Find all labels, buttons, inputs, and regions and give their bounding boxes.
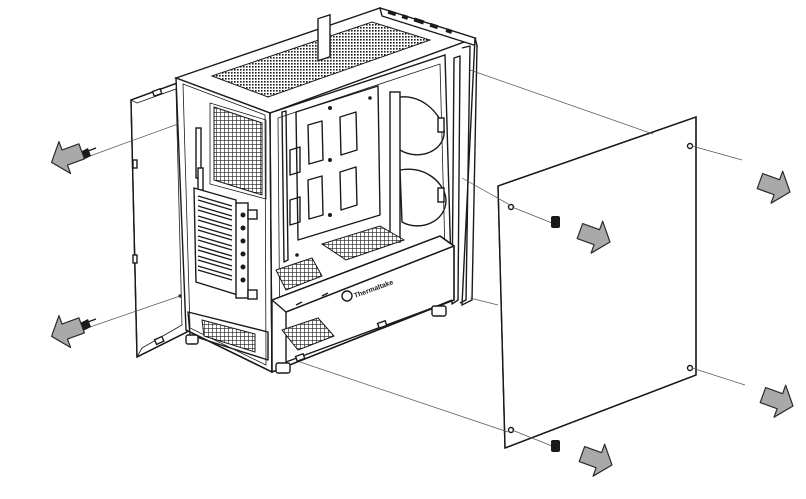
front-fan-brackets [389,91,447,243]
thumbscrew-top-right [551,216,560,228]
rear-fan-grille [213,106,263,196]
motherboard-tray [281,13,381,263]
tempered-glass-side-panel [497,116,697,450]
case-feet [185,305,447,374]
thermaltake-logo-icon [341,290,353,302]
alignment-guide-lines [89,69,746,447]
removal-arrow-icon [45,134,89,179]
expansion-slots [193,187,258,300]
removal-arrow-icon [753,164,797,209]
removal-arrow-icon [575,437,619,482]
removal-arrow-icon [45,308,89,353]
thumbscrew-bottom-right [551,440,560,452]
removal-arrow-icon [756,378,800,423]
pc-case-chassis: Thermaltake [173,6,478,374]
left-side-panel [130,81,188,359]
